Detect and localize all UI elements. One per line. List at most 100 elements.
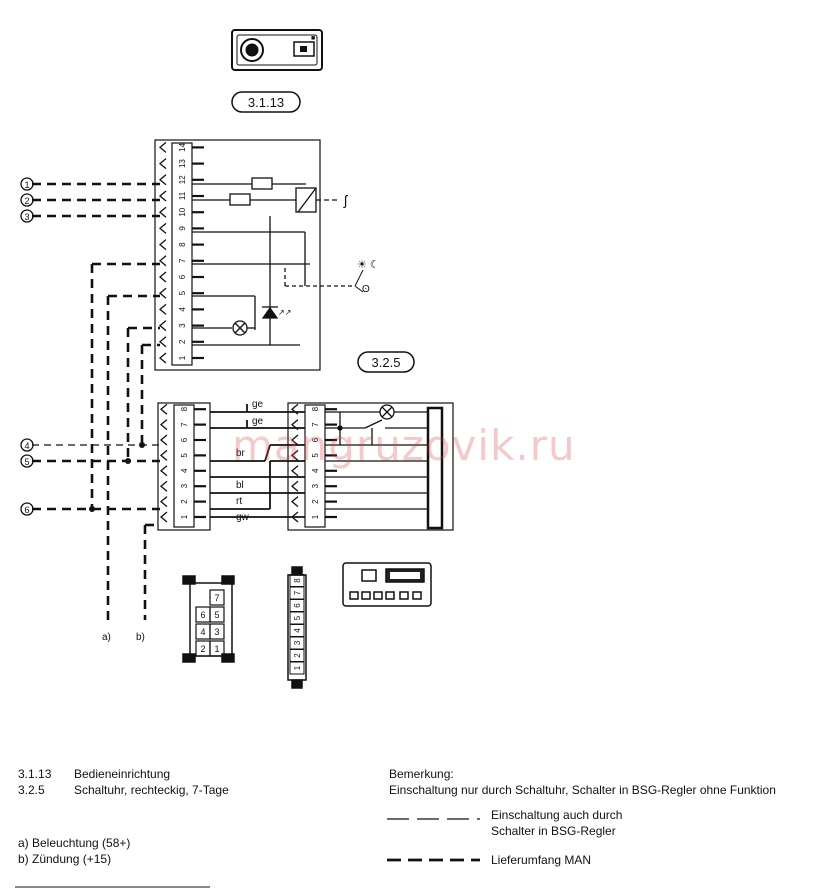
connector-a-pin-label: 5 (214, 610, 219, 620)
pin-label: 3 (180, 483, 189, 488)
svg-text:↗↗: ↗↗ (278, 308, 291, 317)
pin-label: 9 (178, 226, 187, 231)
socket-mark (158, 255, 167, 267)
connector-a-pin-label: 1 (214, 644, 219, 654)
harness-label-2: 2 (20, 193, 34, 207)
socket-mark (158, 320, 167, 332)
socket-mark (159, 465, 168, 477)
wire-label-bl: bl (236, 480, 244, 491)
connector-a-pin-label: 6 (200, 610, 205, 620)
svg-text:3.1.13: 3.1.13 (248, 95, 284, 110)
pin-label: 4 (178, 307, 187, 312)
note-a: a) Beleuchtung (58+) (18, 836, 131, 850)
connector-a-cell (209, 623, 225, 640)
pin-label: 1 (311, 514, 320, 519)
pin-label: 11 (178, 191, 187, 200)
socket-mark (159, 403, 168, 415)
svg-text:6: 6 (24, 505, 29, 515)
upper-connector-sockets (158, 141, 167, 364)
pin-label: 3 (311, 483, 320, 488)
harness-junctions (89, 442, 145, 512)
callout-3-1-13: 3.1.13 (231, 91, 301, 113)
harness-label-6: 6 (20, 502, 34, 516)
connector-a-pin-label: 7 (214, 593, 219, 603)
pin-label: 6 (311, 437, 320, 442)
remark-line1: Einschaltung auch durch (491, 808, 623, 822)
wire-label-ge-top: ge (252, 399, 264, 410)
note-b: b) Zündung (+15) (18, 852, 112, 866)
pin-label: 10 (178, 207, 187, 216)
branch-label-b: b) (136, 632, 145, 643)
upper-unit-frame (154, 139, 321, 371)
legend-code-1: 3.1.13 (18, 767, 52, 781)
remark-title: Bemerkung: (389, 767, 454, 781)
connector-b-pin-label: 5 (293, 615, 302, 620)
pin-label: 2 (178, 339, 187, 344)
svg-text:5: 5 (24, 457, 29, 467)
socket-mark (158, 271, 167, 283)
wire-label-br: br (236, 448, 246, 459)
socket-mark (158, 206, 167, 218)
pin-label: 8 (178, 242, 187, 247)
pin-label: 3 (178, 323, 187, 328)
watermark: mangruzovik.ru (232, 421, 576, 470)
svg-text:☀ ☾: ☀ ☾ (357, 259, 380, 271)
upper-internal-wiring: ʃ ↗↗ (192, 177, 355, 346)
timer-connector-strip (304, 404, 326, 528)
pin-label: 13 (178, 159, 187, 168)
socket-mark (158, 287, 167, 299)
harness-label-4: 4 (20, 438, 34, 452)
pin-label: 8 (311, 406, 320, 411)
svg-text:3.2.5: 3.2.5 (372, 355, 401, 370)
socket-mark (290, 465, 299, 477)
wire-label-rt: rt (236, 496, 242, 507)
pin-label: 2 (180, 499, 189, 504)
remark-line3: Lieferumfang MAN (491, 853, 592, 867)
pin-label: 14 (178, 142, 187, 151)
middle-connector-frame (157, 402, 211, 531)
socket-mark (158, 239, 167, 251)
remark-line2: Schalter in BSG-Regler (491, 824, 616, 838)
connector-b-pin-label: 4 (293, 628, 302, 633)
callout-3-2-5: 3.2.5 (357, 351, 415, 373)
pin-label: 5 (180, 453, 189, 458)
pin-label: 1 (178, 355, 187, 360)
timer-module-bar (426, 406, 444, 530)
socket-mark (158, 158, 167, 170)
svg-text:1: 1 (24, 180, 29, 190)
harness-label-1: 1 (20, 177, 34, 191)
socket-mark (290, 496, 299, 508)
pin-label: 12 (178, 175, 187, 184)
socket-mark (159, 480, 168, 492)
control-unit-icon: ■ (231, 29, 323, 71)
middle-connector-sockets (159, 403, 168, 523)
socket-mark (158, 190, 167, 202)
svg-text:■: ■ (311, 35, 315, 42)
legend-text-2: Schaltuhr, rechteckig, 7-Tage (74, 783, 229, 797)
svg-text:2: 2 (24, 196, 29, 206)
socket-mark (290, 480, 299, 492)
branch-label-a: a) (102, 632, 111, 643)
pin-label: 1 (180, 514, 189, 519)
interconnect-wires (210, 404, 305, 518)
socket-mark (158, 303, 167, 315)
connector-a-cell (209, 640, 225, 657)
pin-label: 6 (180, 437, 189, 442)
pin-label: 2 (311, 499, 320, 504)
svg-text:ʃ: ʃ (343, 192, 349, 208)
connector-b-pin-label: 1 (293, 665, 302, 670)
socket-mark (159, 419, 168, 431)
socket-mark (290, 434, 299, 446)
socket-mark (290, 449, 299, 461)
pin-label: 4 (311, 468, 320, 473)
socket-mark (158, 352, 167, 364)
connector-a-pin-label: 3 (214, 627, 219, 637)
connector-b-pin-label: 8 (293, 578, 302, 583)
legend-code-2: 3.2.5 (18, 783, 45, 797)
pin-label: 6 (178, 274, 187, 279)
wire-label-ge: ge (252, 416, 264, 427)
